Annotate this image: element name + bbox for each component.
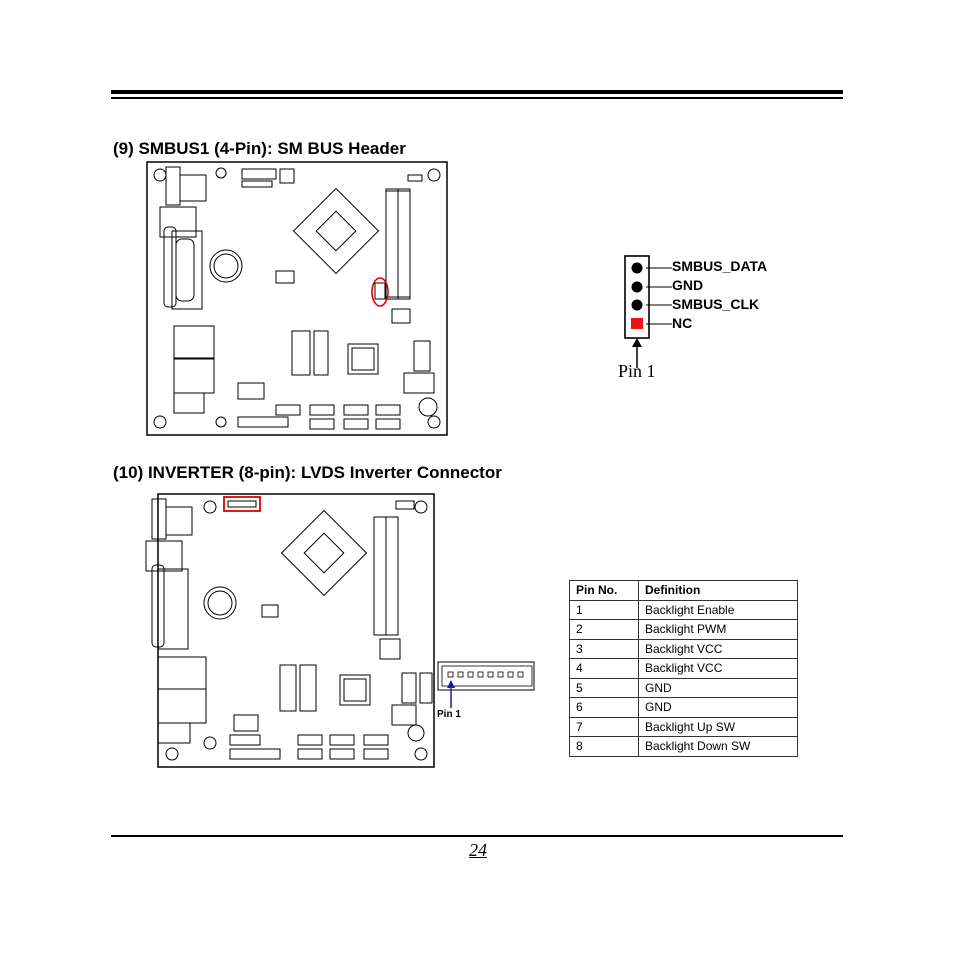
pin-smbus-data bbox=[631, 262, 643, 274]
pin-no-cell: 3 bbox=[569, 638, 639, 659]
pin-no-cell: 6 bbox=[569, 697, 639, 718]
header-rule-thick bbox=[111, 90, 843, 94]
definition-cell: Backlight Up SW bbox=[638, 716, 798, 737]
definition-cell: Backlight VCC bbox=[638, 638, 798, 659]
page-number: 24 bbox=[469, 840, 487, 860]
definition-cell: Backlight Enable bbox=[638, 599, 798, 620]
pin-label-smbus-clk: SMBUS_CLK bbox=[672, 296, 760, 312]
pin-label-gnd: GND bbox=[672, 277, 704, 293]
footer-rule bbox=[111, 835, 843, 837]
pin-no-cell: 5 bbox=[569, 677, 639, 698]
motherboard-diagram-inverter bbox=[145, 493, 435, 768]
definition-cell: GND bbox=[638, 697, 798, 718]
table-header-definition: Definition bbox=[638, 580, 798, 601]
definition-cell: Backlight PWM bbox=[638, 619, 798, 640]
table-header-pin-no: Pin No. bbox=[569, 580, 639, 601]
inverter-connector-closeup bbox=[437, 661, 535, 708]
pin-nc bbox=[631, 318, 643, 329]
header-rule-thin bbox=[111, 97, 843, 99]
pin-label-nc: NC bbox=[672, 315, 693, 331]
definition-cell: Backlight VCC bbox=[638, 658, 798, 679]
motherboard-diagram-smbus bbox=[146, 161, 448, 436]
pin-no-cell: 4 bbox=[569, 658, 639, 679]
pin-label-smbus-data: SMBUS_DATA bbox=[672, 258, 768, 274]
definition-cell: Backlight Down SW bbox=[638, 736, 798, 757]
section-10-title: (10) INVERTER (8-pin): LVDS Inverter Con… bbox=[113, 463, 502, 482]
pin-no-cell: 8 bbox=[569, 736, 639, 757]
inverter-pin1-label: Pin 1 bbox=[437, 709, 461, 720]
smbus-pin-header bbox=[624, 255, 650, 368]
smbus-pin1-label: Pin 1 bbox=[618, 361, 656, 381]
pin-smbus-clk bbox=[631, 299, 643, 311]
pin-no-cell: 2 bbox=[569, 619, 639, 640]
smbus-leader-lines bbox=[646, 267, 672, 325]
pin-gnd bbox=[631, 281, 643, 293]
pin-no-cell: 7 bbox=[569, 716, 639, 737]
section-9-title: (9) SMBUS1 (4-Pin): SM BUS Header bbox=[113, 139, 406, 158]
table-header-row: Pin No. Definition bbox=[569, 580, 798, 601]
definition-cell: GND bbox=[638, 677, 798, 698]
pin-no-cell: 1 bbox=[569, 599, 639, 620]
